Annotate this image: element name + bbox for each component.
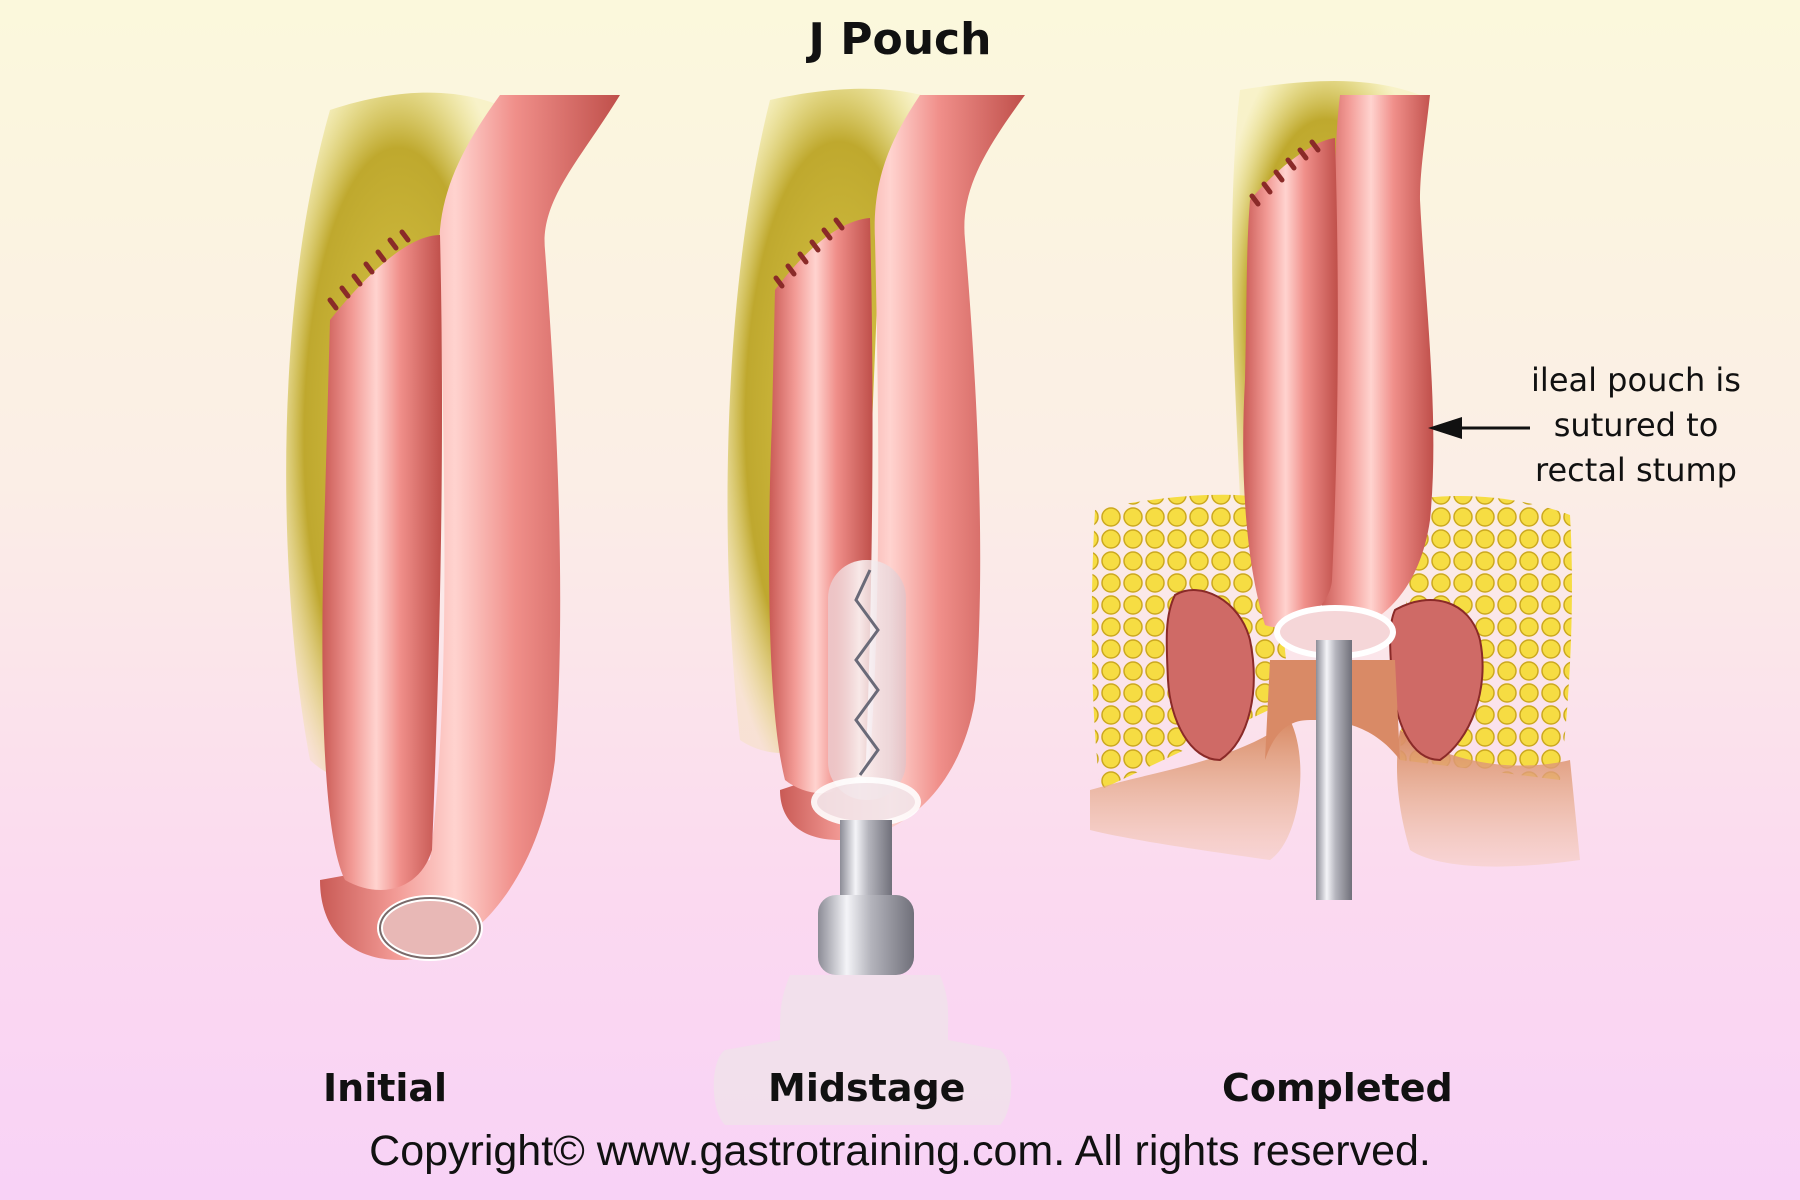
panel-midstage [713, 88, 1025, 1125]
perineal-skin [1397, 730, 1580, 867]
ileum-limb-right [320, 95, 620, 960]
arrow-left-icon [1428, 417, 1530, 439]
diagram-title: J Pouch [808, 14, 992, 65]
stapler-handle [713, 975, 1012, 1125]
annotation-line: rectal stump [1535, 451, 1737, 489]
stage-label-midstage: Midstage [768, 1066, 966, 1110]
staple-line [773, 217, 845, 289]
stapler-shaft-glass [828, 560, 906, 800]
ileum-limb-right [780, 95, 1025, 840]
copyright-notice: Copyright© www.gastrotraining.com. All r… [369, 1127, 1431, 1175]
stapler-ring [811, 777, 921, 827]
ileum-limb-left [1243, 138, 1338, 628]
stapler-rod [1316, 640, 1352, 900]
annotation-line: ileal pouch is [1531, 361, 1741, 399]
panel-initial [286, 92, 620, 961]
staple-line [327, 229, 411, 311]
stapler-collar [818, 895, 914, 975]
panel-completed [1090, 80, 1580, 900]
perineal-skin [1090, 720, 1301, 860]
ileum-limb-right [1320, 95, 1434, 635]
anvil-rim [379, 897, 481, 959]
levator-muscle [1165, 589, 1255, 762]
stage-label-initial: Initial [323, 1066, 448, 1110]
staple-zigzag [854, 569, 880, 776]
ileum-limb-left [322, 235, 443, 890]
pouch-annotation: ileal pouch is sutured to rectal stump [1520, 358, 1752, 493]
stage-label-completed: Completed [1222, 1066, 1453, 1110]
annotation-line: sutured to [1553, 406, 1719, 444]
staple-line [1249, 139, 1321, 207]
